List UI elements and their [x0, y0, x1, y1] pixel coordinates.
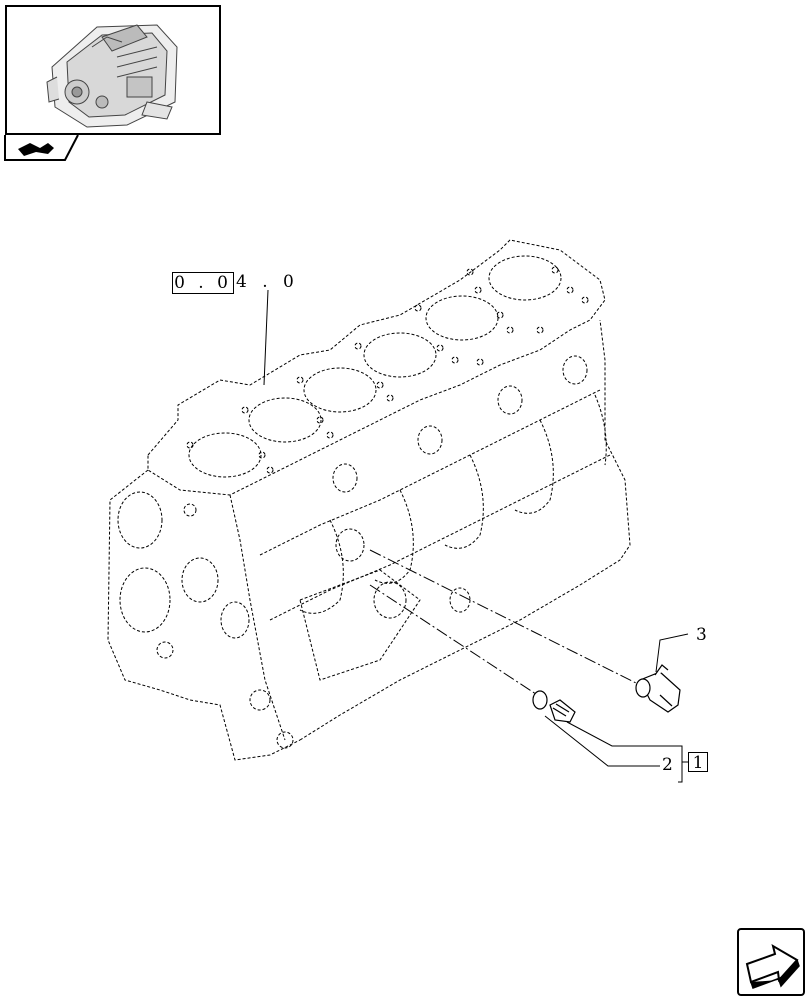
reference-box: 0 . 0: [172, 272, 234, 294]
plug-part: [549, 699, 576, 723]
sensor-part-3: [635, 664, 681, 713]
engine-thumbnail-icon: [46, 24, 178, 128]
callout-group-box: 1: [688, 752, 708, 773]
engine-thumbnail: [5, 5, 221, 135]
reference-suffix: 4 . 0: [236, 272, 299, 292]
callout-2: 2: [662, 755, 673, 775]
washer-part: [532, 690, 548, 710]
next-page-arrow-icon: [745, 943, 800, 989]
callout-3: 3: [696, 625, 707, 645]
next-page-button[interactable]: [737, 928, 805, 996]
